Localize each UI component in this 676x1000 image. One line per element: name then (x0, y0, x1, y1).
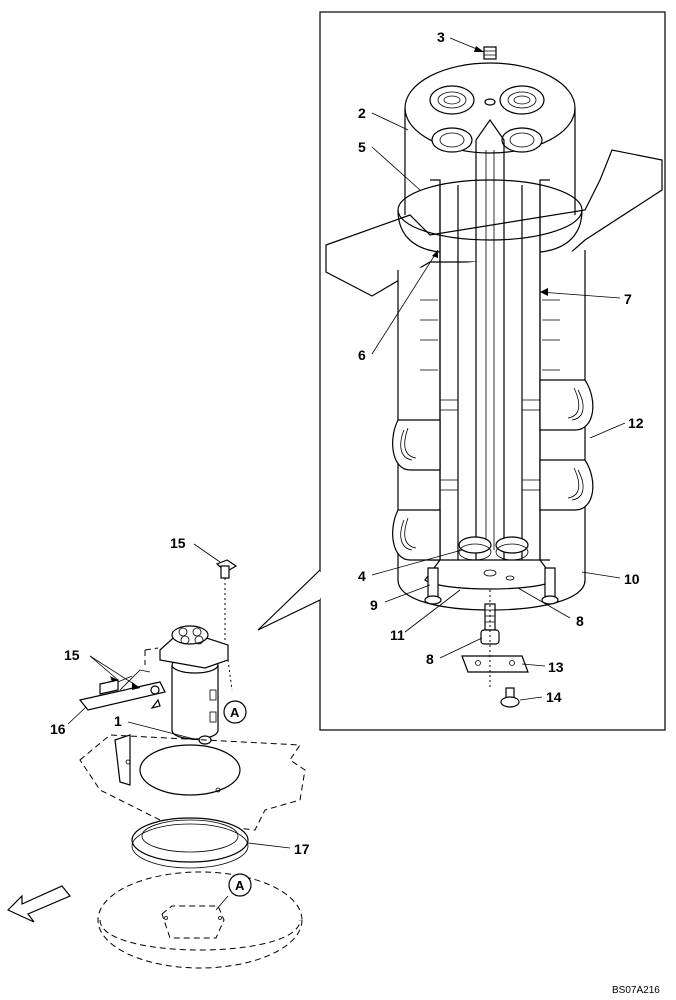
bolt-15-top (215, 559, 238, 640)
detail-ref-a-upper-label: A (230, 705, 240, 720)
detail-ref-a-lower: A (228, 873, 252, 897)
base-dish (97, 871, 303, 969)
callout-16: 16 (50, 721, 66, 737)
leader-lines (67, 37, 626, 911)
detail-ref-a-lower-label: A (235, 878, 245, 893)
callout-14: 14 (546, 689, 562, 705)
callout-3: 3 (437, 29, 445, 45)
callout-1: 1 (114, 713, 122, 729)
callout-17: 17 (294, 841, 310, 857)
callout-15-top: 15 (170, 535, 186, 551)
callout-10: 10 (624, 571, 640, 587)
callout-8-right: 8 (576, 613, 584, 629)
detail-frame (319, 11, 666, 731)
detail-ref-a-upper: A (223, 700, 247, 724)
drawing-code: BS07A216 (612, 985, 660, 996)
callout-2: 2 (358, 105, 366, 121)
detail-pointer (257, 569, 321, 631)
leader-arrowheads (110, 46, 548, 690)
bracket-16 (78, 669, 166, 711)
bolt-14 (500, 687, 520, 708)
callout-7: 7 (624, 291, 632, 307)
swivel-joint-cutaway (325, 62, 663, 611)
front-direction-arrow (6, 885, 71, 923)
callout-8-lower: 8 (426, 651, 434, 667)
callout-15-left: 15 (64, 647, 80, 663)
turntable-plate (79, 734, 306, 831)
callout-5: 5 (358, 139, 366, 155)
swivel-joint-assembly (144, 625, 233, 745)
seal-ring-17 (131, 817, 249, 869)
callout-12: 12 (628, 415, 644, 431)
callout-11: 11 (390, 627, 405, 643)
callout-4: 4 (358, 568, 366, 584)
callout-6: 6 (358, 347, 366, 363)
callout-13: 13 (548, 659, 564, 675)
plug-bolt-3 (483, 46, 497, 60)
callout-9: 9 (370, 597, 378, 613)
plate-13 (461, 655, 529, 673)
